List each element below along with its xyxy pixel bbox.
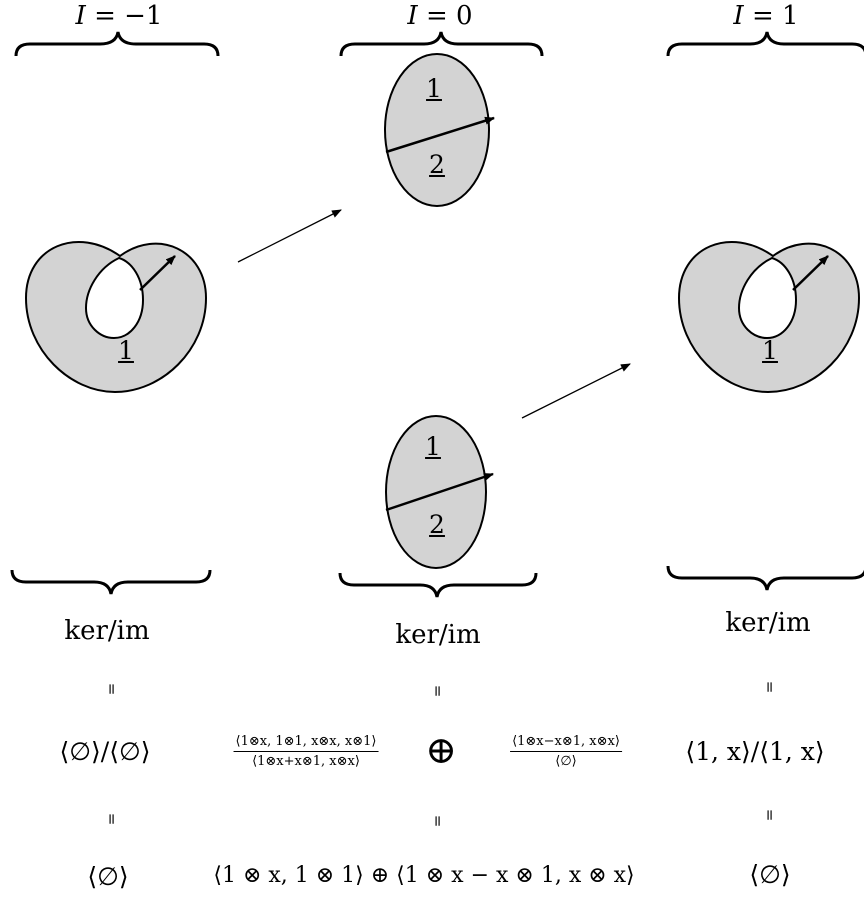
fraction-1-denominator: ⟨1⊗x+x⊗1, x⊗x⟩ [252,754,360,769]
homology-result-right: ⟨∅⟩ [749,860,791,889]
homology-quotient-left: ⟨∅⟩/⟨∅⟩ [59,737,151,766]
homology-fraction-middle-2: ⟨1⊗x−x⊗1, x⊗x⟩ ⟨∅⟩ [510,734,622,769]
equals-middle-2: = [429,814,447,828]
left-annulus-surface [24,240,208,394]
arrow-left-to-middle [237,209,342,263]
region-label-bottom-disk-2: 2 [429,510,445,539]
homology-quotient-right: ⟨1, x⟩/⟨1, x⟩ [685,737,825,766]
fraction-2-denominator: ⟨∅⟩ [555,754,577,769]
middle-bottom-disk-surface [385,415,494,569]
region-label-right-annulus: 1 [762,336,778,365]
bottom-brace-right [666,565,864,591]
index-label-middle: I = 0 [407,1,473,31]
region-label-left-annulus: 1 [118,336,134,365]
homology-result-left: ⟨∅⟩ [87,862,129,891]
region-label-top-disk-2: 2 [429,150,445,179]
bottom-brace-middle [338,572,538,598]
top-brace-middle [339,31,544,57]
index-label-left: I = −1 [75,1,163,31]
kerim-label-middle: ker/im [395,620,481,650]
fraction-1-numerator: ⟨1⊗x, 1⊗1, x⊗x, x⊗1⟩ [233,734,379,752]
equals-right-2: = [761,808,779,822]
top-brace-left [14,31,220,57]
index-label-right: I = 1 [733,1,799,31]
fraction-2-numerator: ⟨1⊗x−x⊗1, x⊗x⟩ [510,734,622,752]
equals-middle-1: = [429,684,447,698]
equals-right-1: = [761,680,779,694]
bottom-brace-left [10,569,212,595]
middle-top-disk-surface [384,53,495,207]
direct-sum-symbol: ⊕ [425,728,457,772]
top-brace-right [666,31,864,57]
region-label-bottom-disk-1: 1 [425,432,441,461]
kerim-label-left: ker/im [64,616,150,646]
kerim-label-right: ker/im [725,608,811,638]
equals-left-1: = [103,682,121,696]
right-annulus-surface [677,240,861,394]
equals-left-2: = [103,812,121,826]
homology-result-middle: ⟨1 ⊗ x, 1 ⊗ 1⟩ ⊕ ⟨1 ⊗ x − x ⊗ 1, x ⊗ x⟩ [213,863,635,888]
region-label-top-disk-1: 1 [426,74,442,103]
arrow-middle-to-right [521,363,631,419]
homology-fraction-middle-1: ⟨1⊗x, 1⊗1, x⊗x, x⊗1⟩ ⟨1⊗x+x⊗1, x⊗x⟩ [233,734,379,769]
